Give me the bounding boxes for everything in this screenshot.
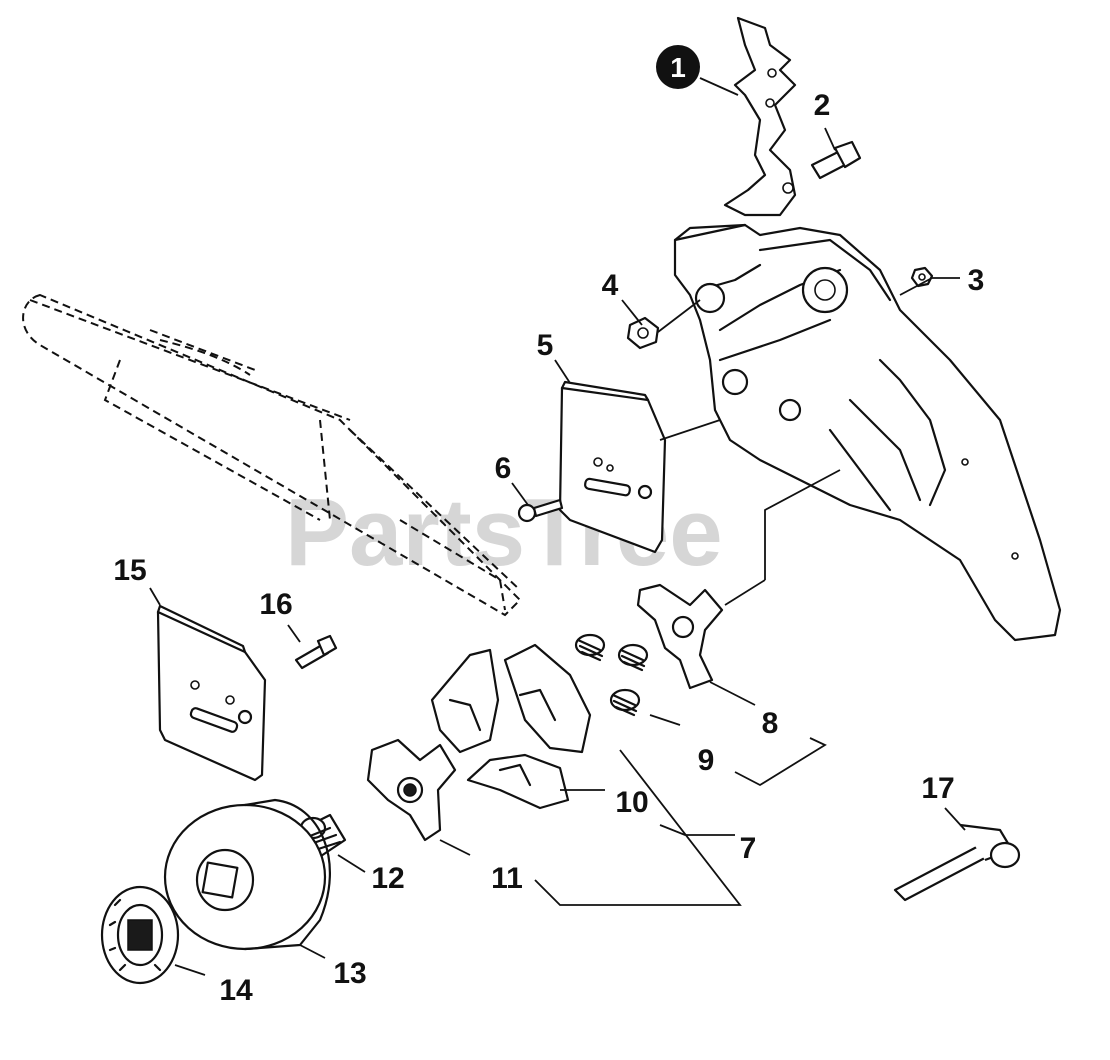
guide-bar-chain: [22, 293, 522, 617]
part-13-clutch-drum: [163, 798, 331, 951]
callout-15: 15: [113, 554, 146, 587]
callout-11: 11: [491, 862, 523, 895]
callout-10: 10: [615, 786, 648, 819]
part-4-nut: [626, 316, 660, 350]
part-10-clutch-shoes: [430, 643, 592, 810]
part-2-screw: [810, 140, 862, 180]
part-8-clutch-hub: [636, 583, 724, 690]
callout-14: 14: [219, 974, 253, 1007]
part-16-screw: [294, 634, 338, 670]
callout-4: 4: [602, 269, 619, 302]
callout-5: 5: [537, 329, 554, 362]
part-9-springs: [574, 633, 649, 717]
clutch-housing: [673, 223, 1062, 642]
callout-1-label: 1: [670, 52, 686, 83]
part-5-side-plate: [558, 380, 667, 554]
callout-16: 16: [259, 588, 292, 621]
part-11-clutch-hub: [366, 738, 457, 842]
callout-1: 1: [656, 45, 700, 89]
part-6-screw: [517, 498, 564, 523]
callout-17: 17: [921, 772, 954, 805]
part-15-side-plate: [156, 604, 267, 782]
part-17-wrench: [893, 823, 1021, 902]
callout-7: 7: [740, 832, 757, 865]
callout-9: 9: [698, 744, 715, 777]
callout-2: 2: [814, 89, 831, 122]
callout-13: 13: [333, 957, 366, 990]
part-14-rim-sprocket: [100, 885, 180, 985]
callout-3: 3: [968, 264, 985, 297]
callout-12: 12: [371, 862, 404, 895]
leader-lines: [149, 77, 966, 976]
part-1-brake-lever: [723, 16, 797, 217]
callout-6: 6: [495, 452, 512, 485]
callout-8: 8: [762, 707, 779, 740]
